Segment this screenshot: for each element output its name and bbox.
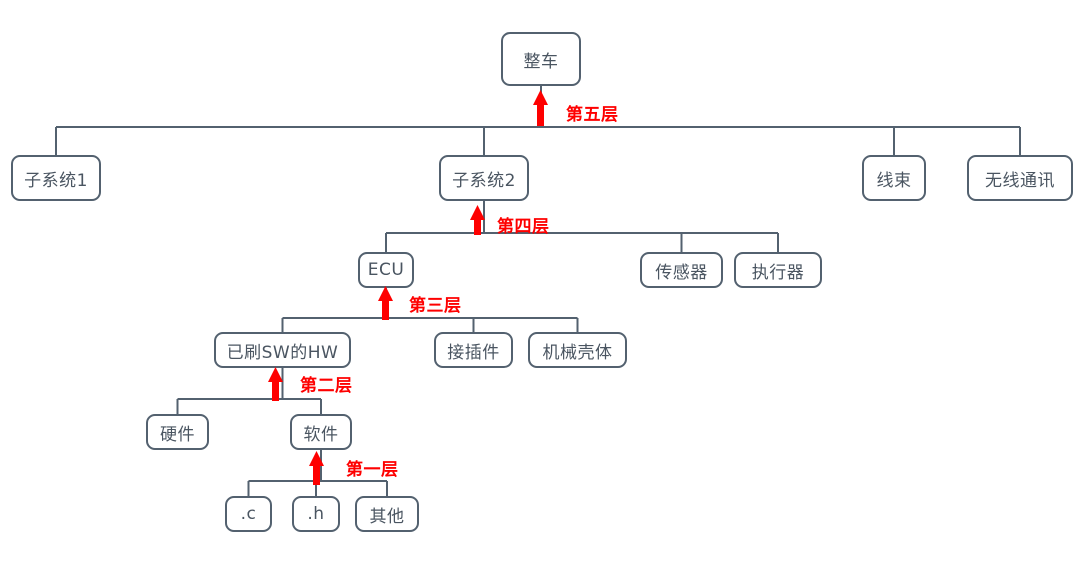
node-label: 子系统1 — [24, 170, 88, 191]
node-label: ECU — [367, 260, 405, 280]
node-label: 无线通讯 — [985, 170, 1055, 191]
node-vehicle[interactable]: 整车 — [501, 32, 581, 86]
node-housing[interactable]: 机械壳体 — [528, 332, 627, 368]
node-subsys1[interactable]: 子系统1 — [11, 155, 101, 201]
up-arrow-icon-layer5 — [533, 90, 548, 126]
node-label: 线束 — [876, 170, 912, 191]
layer-label-layer2: 第二层 — [300, 376, 353, 396]
node-label: 已刷SW的HW — [226, 342, 339, 363]
node-label: 传感器 — [655, 262, 708, 283]
node-software[interactable]: 软件 — [290, 414, 352, 450]
node-wireless[interactable]: 无线通讯 — [967, 155, 1073, 201]
node-label: 其他 — [369, 506, 405, 527]
node-label: 整车 — [523, 51, 559, 72]
up-arrow-icon-layer4 — [470, 205, 485, 235]
layer-label-layer5: 第五层 — [566, 105, 619, 125]
node-sensor[interactable]: 传感器 — [640, 252, 723, 288]
up-arrow-icon-layer3 — [378, 286, 393, 320]
node-harness[interactable]: 线束 — [862, 155, 926, 201]
up-arrow-icon-layer1 — [309, 451, 324, 485]
node-flashedhw[interactable]: 已刷SW的HW — [214, 332, 351, 368]
node-other[interactable]: 其他 — [355, 496, 419, 532]
node-dotc[interactable]: .c — [225, 496, 272, 532]
node-label: 接插件 — [447, 342, 500, 363]
layer-label-layer4: 第四层 — [497, 217, 550, 237]
node-label: 机械壳体 — [542, 342, 613, 363]
node-label: .h — [307, 504, 325, 524]
node-hardware[interactable]: 硬件 — [146, 414, 209, 450]
up-arrow-icon-layer2 — [268, 367, 283, 401]
node-label: 软件 — [303, 424, 339, 445]
node-label: 子系统2 — [452, 170, 516, 191]
node-doth[interactable]: .h — [292, 496, 340, 532]
node-actuator[interactable]: 执行器 — [734, 252, 822, 288]
node-ecu[interactable]: ECU — [358, 252, 414, 288]
node-label: .c — [240, 504, 257, 524]
node-label: 硬件 — [160, 424, 195, 445]
layer-label-layer1: 第一层 — [346, 460, 399, 480]
node-subsys2[interactable]: 子系统2 — [439, 155, 529, 201]
layer-label-layer3: 第三层 — [409, 296, 462, 316]
node-label: 执行器 — [751, 262, 805, 283]
node-connector[interactable]: 接插件 — [434, 332, 513, 368]
